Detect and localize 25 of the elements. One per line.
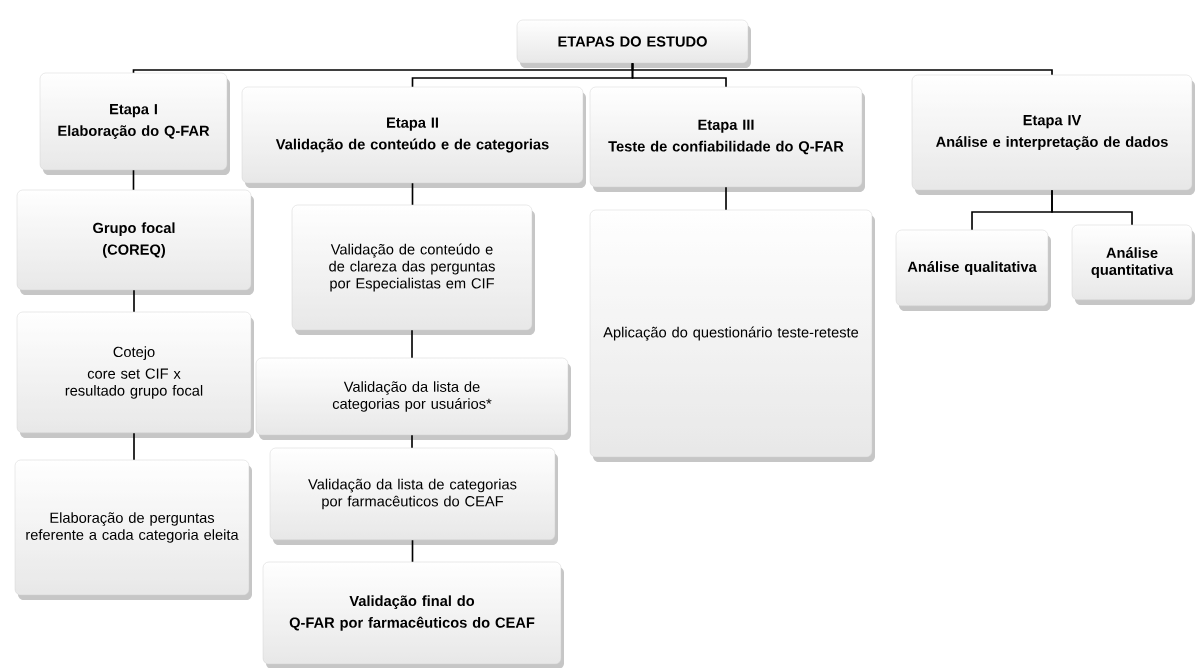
process-box: Validação de conteúdo e de clareza das perguntas por Especialistas em CIF [291, 204, 535, 335]
connector-line [411, 539, 414, 563]
process-box: Análise quantitativa [1071, 224, 1195, 305]
connector-line [132, 169, 135, 191]
process-box: Validação da lista de categorias por farmacêuticos do CEAF [269, 447, 558, 545]
process-box: Aplicação do questionário teste-reteste [589, 209, 875, 462]
connector-line [411, 182, 414, 206]
connector-line [133, 432, 135, 461]
connector-line [133, 289, 135, 313]
process-box: Grupo focal (COREQ) [16, 189, 254, 295]
process-box: Validação final do Q-FAR por farmacêuticos do CEAF [262, 561, 564, 668]
process-box: Validação da lista de categorias por usuários* [255, 357, 571, 440]
process-box: Etapa IV Análise e interpretação de dados [911, 74, 1195, 195]
process-box: Cotejo core set CIF x resultado grupo focal [16, 311, 254, 438]
process-box: Etapa II Validação de conteúdo e de categorias [241, 86, 586, 188]
connector-line [411, 329, 413, 359]
process-box: Elaboração de perguntas referente a cada categoria eleita [14, 459, 252, 600]
connector-line [725, 186, 727, 211]
process-box: Etapa I Elaboração do Q-FAR [39, 72, 230, 175]
process-box: ETAPAS DO ESTUDO [516, 19, 751, 68]
connector-line [411, 434, 413, 449]
connector-line [1051, 189, 1133, 226]
connector-line [631, 62, 1053, 76]
process-box: Etapa III Teste de confiabilidade do Q-FAR [589, 86, 865, 192]
process-box: Análise qualitativa [895, 229, 1051, 311]
